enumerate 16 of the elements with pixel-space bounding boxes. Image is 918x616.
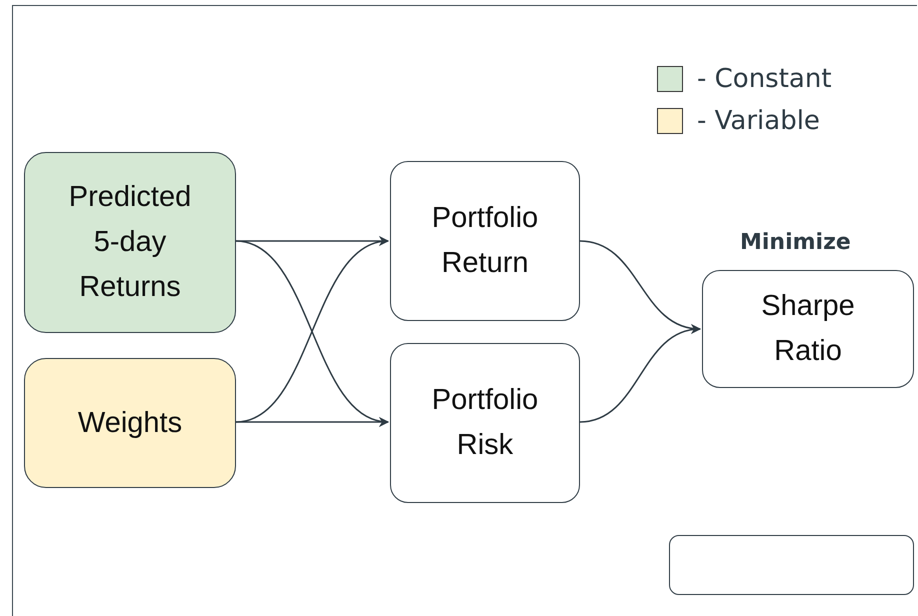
node-label: Predicted 5-day Returns: [68, 180, 192, 305]
empty-box: [669, 535, 914, 595]
process-box: [390, 343, 580, 503]
legend-label: - Variable: [697, 106, 820, 136]
legend-label: - Constant: [697, 64, 832, 94]
arrow: [580, 325, 701, 423]
process-box: [390, 161, 580, 321]
arrow: [236, 417, 389, 427]
node-label: Portfolio Return: [430, 201, 540, 281]
node-label: Sharpe Ratio: [760, 289, 856, 369]
node-label: Weights: [78, 406, 182, 440]
node-label: Portfolio Risk: [430, 383, 540, 463]
process-box: [24, 152, 236, 333]
process-box: [702, 270, 914, 388]
node-caption: Minimize: [740, 230, 851, 255]
process-box: [24, 358, 236, 488]
